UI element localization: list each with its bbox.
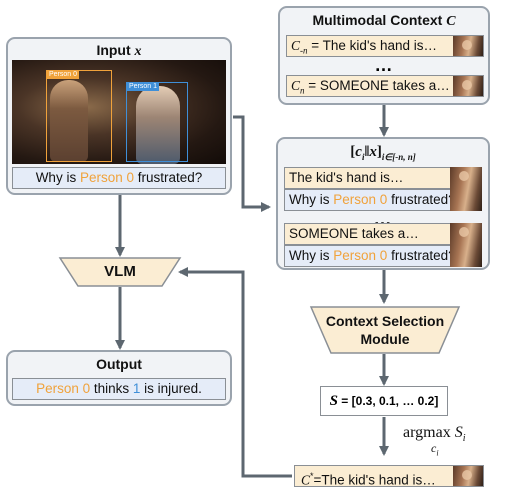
answer-mid: thinks [90,381,133,396]
question-pre: Why is [35,170,80,185]
output-answer: Person 0 thinks 1 is injured. [12,378,226,400]
input-panel-title: Input x [8,42,230,60]
argmax-sub: c [431,441,437,455]
selected-thumbnail [453,466,483,486]
concat-panel: [ci‖x]i∈[-n, n] The kid's hand is… Why i… [276,137,490,270]
argmax-op: argmax [403,424,451,441]
group2-thumbnail [450,223,482,267]
group1-caption-text: The kid's hand is… [289,170,404,185]
argmax-target: S [454,424,463,441]
group2-caption-text: SOMEONE takes a… [289,226,419,241]
concat-title-sep: ‖ [364,144,370,160]
context-panel-title: Multimodal Context C [280,12,488,30]
arrow-selected-to-vlm [178,267,292,478]
context-row-first: C-n = The kid's hand is… [286,35,484,57]
argmax-target-sub: i [462,433,466,445]
person1-bbox-label: Person 1 [127,83,160,91]
group2-question: Why is Person 0 frustrated? [284,245,482,267]
input-question: Why is Person 0 frustrated? [12,167,226,189]
context-ellipsis: … [374,55,394,75]
group1-caption: The kid's hand is… [284,167,482,189]
arrow-input-to-concat [233,115,271,212]
row2-label: C [291,78,301,93]
group1-q-pre: Why is [289,192,334,207]
csm-shape [309,306,461,354]
scene-figure-right [136,86,180,164]
concat-title-c-sub: i [361,152,365,162]
row1-label: C [291,38,301,53]
concat-title-c: c [355,144,362,160]
input-title-var: x [134,44,142,59]
context-panel: Multimodal Context C C-n = The kid's han… [278,6,490,105]
context-row2-thumbnail [453,76,483,96]
question-person: Person 0 [79,170,134,185]
group1-q-person: Person 0 [333,192,388,207]
scores-var: S [329,393,338,409]
output-panel: Output Person 0 thinks 1 is injured. [6,350,232,406]
answer-post: is injured. [140,381,202,396]
group2-q-post: frustrated? [387,248,456,263]
scene-figure-left [50,80,88,162]
context-title-text: Multimodal Context [312,12,443,28]
csm-label-line2: Module [360,331,410,347]
context-title-var: C [446,14,456,29]
concat-group-first: The kid's hand is… Why is Person 0 frust… [284,167,482,211]
answer-num: 1 [132,381,141,396]
argmax-subscript: ci [431,441,439,457]
group2-caption: SOMEONE takes a… [284,223,482,245]
context-row1-thumbnail [453,36,483,56]
selected-text: =The kid's hand is… [313,472,436,487]
concat-panel-title: [ci‖x]i∈[-n, n] [350,144,416,162]
scores-values: = [0.3, 0.1, … 0.2] [337,394,439,408]
question-post: frustrated? [134,170,203,185]
context-selection-module: Context Selection Module [309,305,461,355]
group1-question: Why is Person 0 frustrated? [284,189,482,211]
row2-text: = SOMEONE takes a… [308,78,450,93]
concat-title-x: x [369,144,377,160]
vlm-block: VLM [58,256,182,288]
argmax-label: argmax Si ci [403,424,483,460]
input-scene-image: Person 0 Person 1 [12,60,226,164]
group1-q-post: frustrated? [387,192,456,207]
input-title-text: Input [96,42,131,58]
selected-sup: * [310,471,314,481]
row1-text: = The kid's hand is… [311,38,438,53]
person1-bbox: Person 1 [126,82,188,162]
row2-sub: n [300,85,305,96]
answer-person: Person 0 [36,381,91,396]
scores-box: S = [0.3, 0.1, … 0.2] [320,386,448,416]
output-panel-title: Output [96,356,142,372]
concat-title-range: i∈[-n, n] [381,152,416,162]
vlm-shape [58,257,182,287]
group2-q-person: Person 0 [333,248,388,263]
argmax-sub-sub: i [436,448,439,458]
person0-bbox: Person 0 [46,70,112,162]
concat-group-last: SOMEONE takes a… Why is Person 0 frustra… [284,223,482,267]
group1-thumbnail [450,167,482,211]
selected-label: C [301,472,311,487]
group2-q-pre: Why is [289,248,334,263]
selected-context: C*=The kid's hand is… [294,465,484,487]
vlm-label: VLM [104,263,136,280]
input-panel: Input x Person 0 Person 1 Why is Person … [6,37,232,195]
row1-sub: -n [300,45,308,56]
person0-bbox-label: Person 0 [47,71,80,79]
csm-label-line1: Context Selection [325,313,445,329]
context-row-last: Cn = SOMEONE takes a… [286,75,484,97]
